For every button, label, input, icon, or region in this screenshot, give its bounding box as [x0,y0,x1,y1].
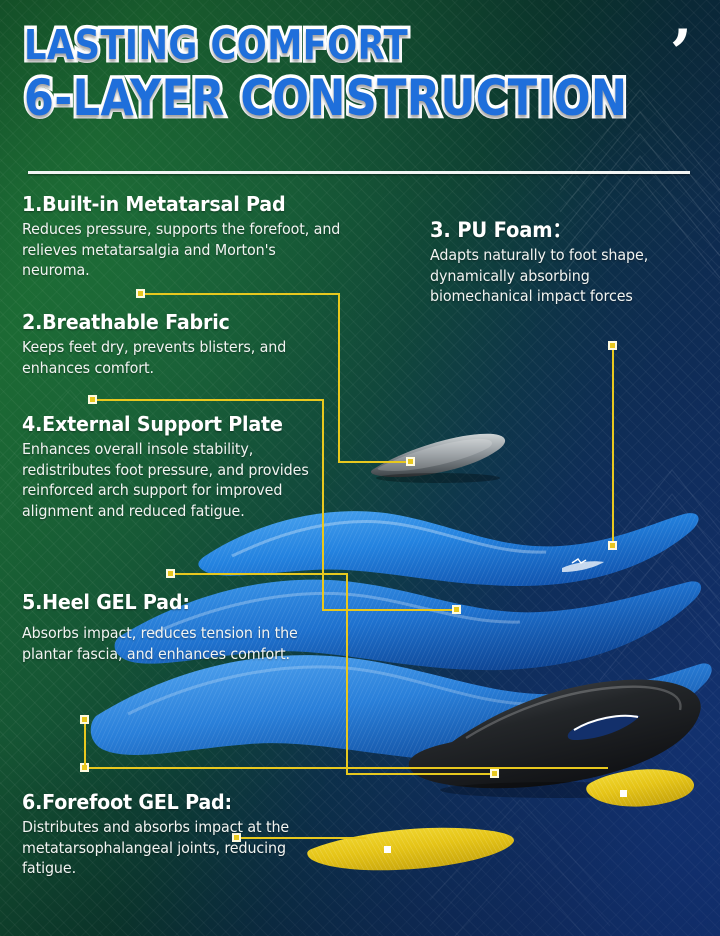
insole-shell-art [90,655,712,763]
feature-block-heel-gel-pad: 5.Heel GEL Pad: Absorbs impact, reduces … [22,590,342,664]
connector-3-v [612,345,614,545]
connector-2-marker-text [88,395,97,404]
header-divider [28,171,690,174]
feature-block-pu-foam: 3. PU Foam： Adapts naturally to foot sha… [430,218,710,307]
connector-2-h2 [322,609,456,611]
connector-5-marker-art [620,790,627,797]
connector-1-h1 [140,293,340,295]
title-line-2: 6-LAYER CONSTRUCTION [21,67,630,130]
connector-6-marker-art [384,846,391,853]
feature-heading-3: 3. PU Foam： [430,218,572,242]
feature-body-6: Distributes and absorbs impact at the me… [22,818,290,877]
feature-block-forefoot-gel-pad: 6.Forefoot GEL Pad: Distributes and abso… [22,790,362,879]
connector-5-riser [84,719,86,769]
page-title: LASTING COMFORT 6-LAYER CONSTRUCTION [21,19,696,130]
feature-block-breathable-fabric: 2.Breathable Fabric Keeps feet dry, prev… [22,310,352,378]
quote-mark-icon: ’ [669,16,692,91]
feature-heading-5: 5.Heel GEL Pad: [22,590,190,614]
feature-block-metatarsal-pad: 1.Built-in Metatarsal Pad Reduces pressu… [22,192,362,281]
breathable-fabric-art [198,511,699,586]
connector-2-h1 [92,399,324,401]
feature-body-5: Absorbs impact, reduces tension in the p… [22,624,298,663]
feature-body-3: Adapts naturally to foot shape, dynamica… [430,246,649,305]
feature-heading-6: 6.Forefoot GEL Pad: [22,790,232,814]
feature-heading-1: 1.Built-in Metatarsal Pad [22,192,286,216]
feature-body-1: Reduces pressure, supports the forefoot,… [22,220,341,279]
connector-4-marker-art [490,769,499,778]
connector-3-marker-art [608,541,617,550]
connector-5-marker-top [80,715,89,724]
support-plate-art [408,679,701,798]
feature-heading-4: 4.External Support Plate [22,412,283,436]
metatarsal-pad-art [370,433,506,483]
connector-3-marker-text [608,341,617,350]
connector-4-h1 [170,573,348,575]
feature-body-4: Enhances overall insole stability, redis… [22,440,309,520]
feature-body-2: Keeps feet dry, prevents blisters, and e… [22,338,287,377]
feature-heading-2: 2.Breathable Fabric [22,310,230,334]
connector-1-marker-text [136,289,145,298]
feature-block-external-support-plate: 4.External Support Plate Enhances overal… [22,412,362,521]
connector-5-marker-text [80,763,89,772]
title-line-1: LASTING COMFORT [21,19,411,72]
connector-4-v [346,573,348,775]
connector-5-h1 [84,767,608,769]
connector-1-marker-art [406,457,415,466]
heel-gel-art [586,769,694,807]
connector-4-h2 [346,773,494,775]
connector-4-marker-text [166,569,175,578]
connector-2-marker-art [452,605,461,614]
